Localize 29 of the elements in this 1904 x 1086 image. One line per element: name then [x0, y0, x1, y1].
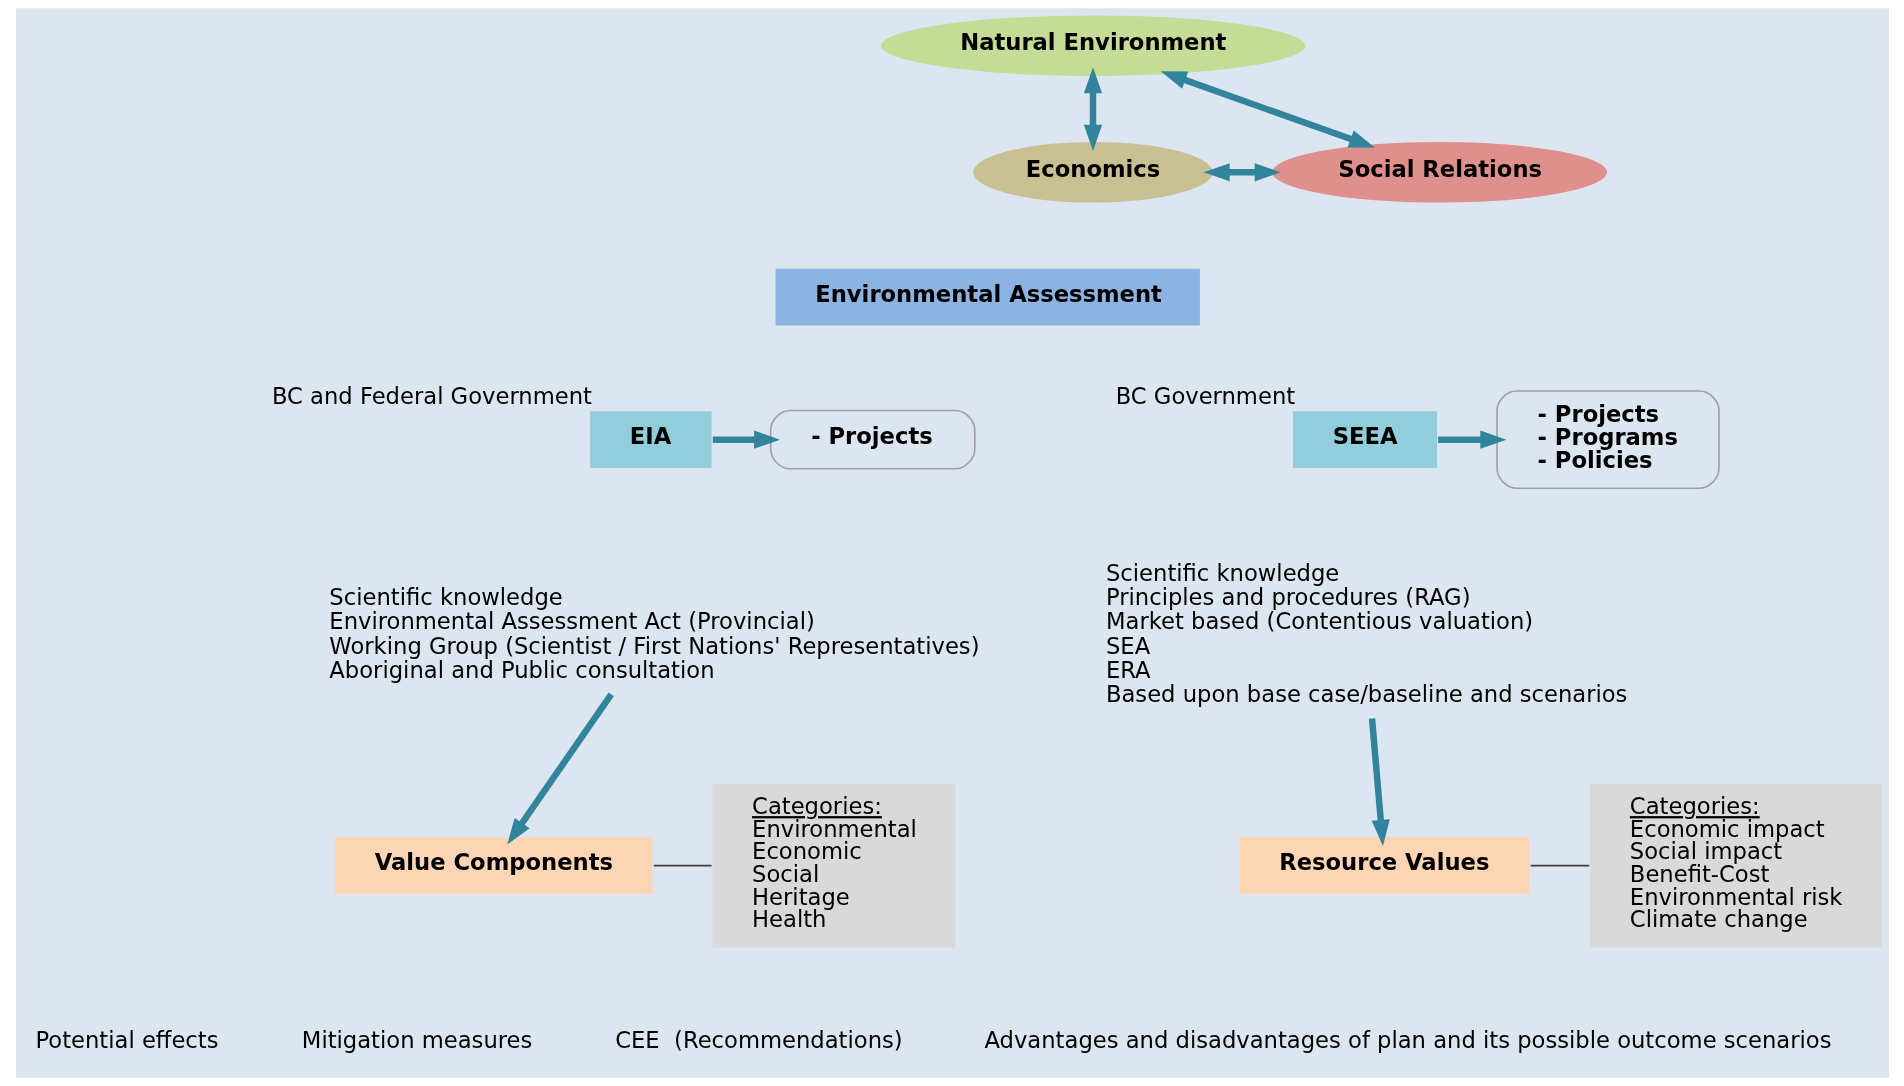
node-box: EIA	[588, 409, 713, 470]
arrow	[1203, 163, 1281, 182]
label: Advantages and disadvantages of plan and its possible outcome scenarios	[983, 1027, 1832, 1054]
node-ellipse: Social Relations	[1270, 140, 1609, 205]
node-box: Categories: Economic impact Social impact Benefit-Cost Environmental risk Climate change	[1588, 782, 1883, 949]
node-ellipse: Economics	[971, 140, 1214, 205]
arrow	[506, 692, 614, 845]
arrow	[712, 430, 780, 449]
node-box: SEEA	[1290, 409, 1439, 470]
node-ellipse: Natural Environment	[878, 13, 1307, 78]
node-box: Categories: Environmental Economic Social Heritage Health	[710, 782, 957, 949]
node-box: Value Components	[332, 835, 654, 896]
connector	[652, 864, 712, 867]
connector	[1529, 864, 1590, 867]
label: CEE (Recommendations)	[614, 1027, 903, 1054]
node-text: Scientific knowledge Environmental Assessment Act (Provincial) Working Group (Scientist / First Nations' Representatives) Aboriginal and Public consultation	[328, 584, 980, 684]
node-box: - Projects	[769, 409, 976, 470]
node-label: BC Government	[1115, 383, 1295, 410]
arrow	[1437, 430, 1506, 449]
arrow	[1368, 718, 1390, 846]
node-box: Resource Values	[1237, 835, 1531, 896]
label: Mitigation measures	[301, 1027, 532, 1054]
node-box: - Projects - Programs - Policies	[1495, 390, 1720, 490]
arrow	[1083, 67, 1102, 151]
arrow	[1160, 71, 1375, 148]
node-text: Scientific knowledge Principles and procedures (RAG) Market based (Contentious valuation) SEA ERA Based upon base case/baseline and scenarios	[1105, 559, 1627, 708]
node-box: Environmental Assessment	[773, 267, 1201, 328]
node-label: BC and Federal Government	[271, 383, 592, 410]
label: Potential effects	[34, 1027, 219, 1054]
